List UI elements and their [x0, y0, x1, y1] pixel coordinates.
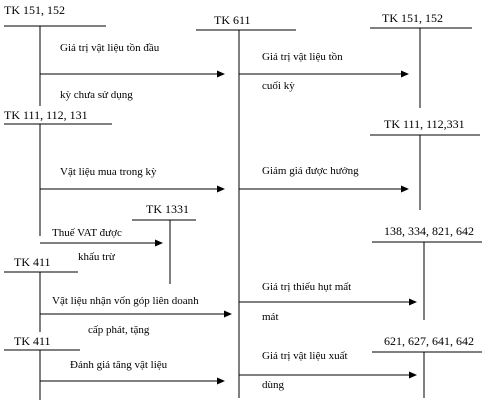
flow-label: Giá trị thiếu hụt mất [262, 281, 351, 293]
flow-label: Giảm giá được hưởng [262, 165, 359, 177]
account-tk1331: TK 1331 [132, 202, 196, 284]
flow-label: Giá trị vật liệu tồn đầu [60, 42, 160, 54]
flow-capital-contribution: Vật liệu nhận vốn góp liên doanh cấp phá… [40, 295, 232, 336]
flow-label: Thuế VAT được [52, 227, 122, 239]
account-label: TK 151, 152 [382, 11, 443, 25]
account-tk151-left: TK 151, 152 [4, 3, 106, 106]
account-label: TK 611 [214, 13, 251, 27]
account-label: TK 411 [14, 334, 51, 348]
flow-label: Vật liệu mua trong kỳ [60, 166, 157, 178]
account-tk111-left: TK 111, 112, 131 [4, 108, 112, 236]
flow-label: Đánh giá tăng vật liệu [70, 359, 168, 371]
flow-label: cuối kỳ [262, 80, 295, 92]
flow-revaluation: Đánh giá tăng vật liệu [40, 359, 225, 385]
account-tk411-b: TK 411 [4, 334, 80, 400]
flow-label: mát [262, 311, 279, 323]
account-label: 621, 627, 641, 642 [384, 334, 474, 348]
account-tk111-right: TK 111, 112,331 [370, 117, 480, 210]
flow-purchase: Vật liệu mua trong kỳ [40, 166, 225, 193]
flow-closing-balance: Giá trị vật liệu tồn cuối kỳ [239, 51, 409, 92]
flow-discount: Giảm giá được hưởng [239, 165, 409, 193]
account-tk621-right: 621, 627, 641, 642 [372, 334, 482, 398]
flow-label: dùng [262, 379, 285, 391]
account-tk611: TK 611 [196, 13, 296, 398]
account-label: 138, 334, 821, 642 [384, 224, 474, 238]
flow-opening-balance: Giá trị vật liệu tồn đầu kỳ chưa sử dụng [40, 42, 225, 101]
flow-label: khấu trừ [78, 251, 116, 263]
flow-vat: Thuế VAT được khấu trừ [40, 227, 163, 263]
flow-label: cấp phát, tặng [88, 324, 150, 336]
account-label: TK 111, 112,331 [384, 117, 465, 131]
flow-label: kỳ chưa sử dụng [60, 89, 133, 101]
flow-shortage: Giá trị thiếu hụt mất mát [239, 281, 417, 323]
flow-label: Giá trị vật liệu xuất [262, 350, 348, 362]
flow-issue: Giá trị vật liệu xuất dùng [239, 350, 417, 391]
account-label: TK 151, 152 [4, 3, 65, 17]
flow-label: Giá trị vật liệu tồn [262, 51, 343, 63]
account-tk151-right: TK 151, 152 [370, 11, 472, 108]
account-label: TK 1331 [146, 202, 189, 216]
account-label: TK 411 [14, 255, 51, 269]
account-tk411-a: TK 411 [4, 255, 78, 332]
account-tk138-right: 138, 334, 821, 642 [372, 224, 482, 320]
account-label: TK 111, 112, 131 [4, 108, 88, 122]
flow-label: Vật liệu nhận vốn góp liên doanh [52, 295, 199, 307]
